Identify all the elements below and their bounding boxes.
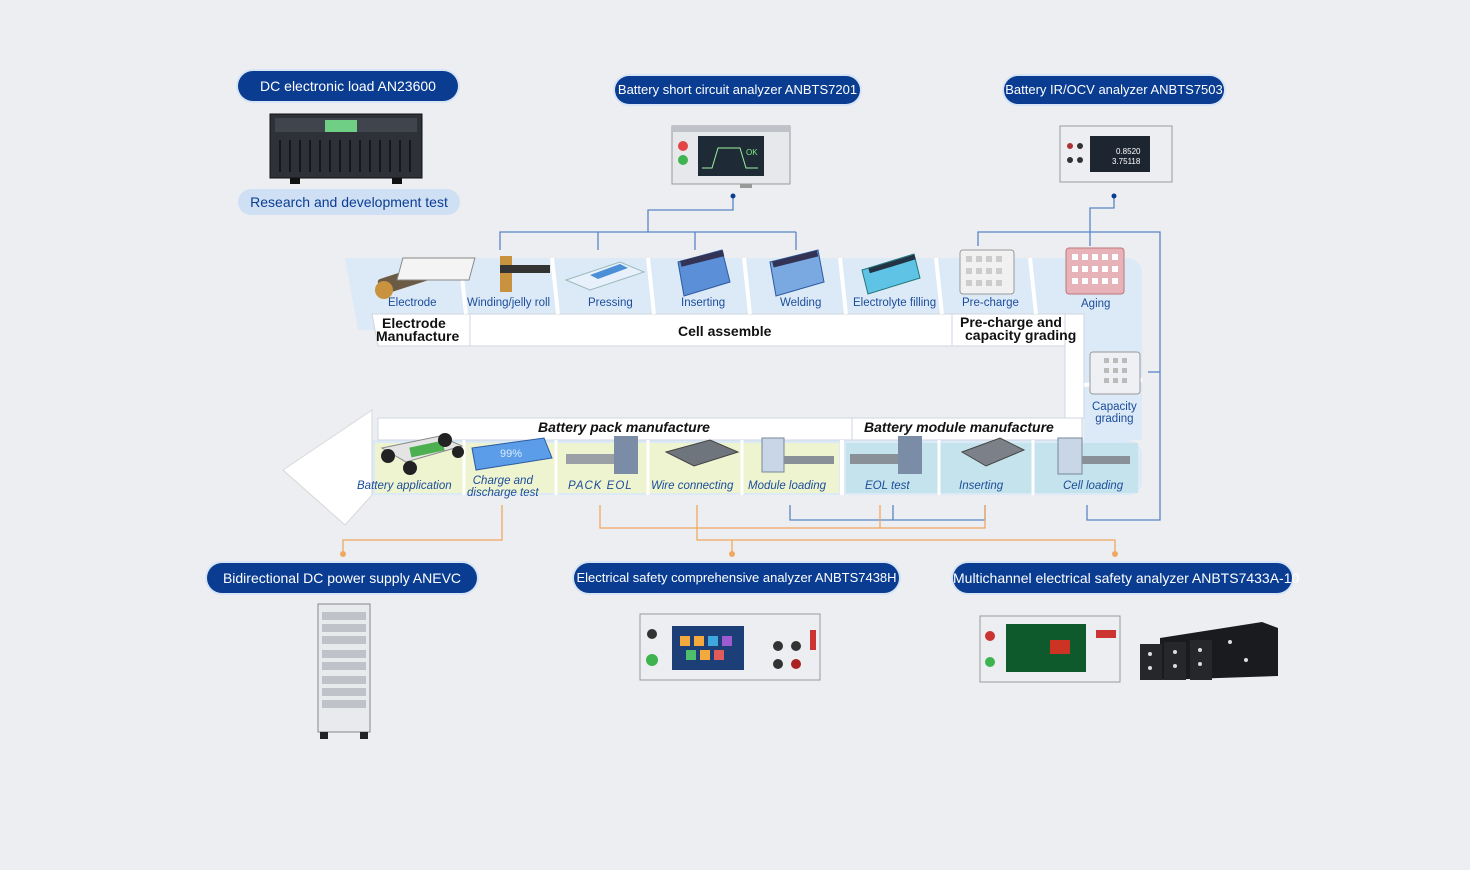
step-capacity-grading: Capacity grading <box>1092 401 1137 425</box>
ir-value-1: 0.8520 <box>1116 147 1141 156</box>
pressing-illustration <box>564 261 646 291</box>
short-circuit-device: OK <box>671 125 791 188</box>
step-inserting-module: Inserting <box>959 480 1004 492</box>
pack-percentage: 99% <box>500 448 522 460</box>
step-precharge: Pre-charge <box>962 297 1019 309</box>
step-aging: Aging <box>1081 298 1111 310</box>
wire-connecting-illustration <box>664 439 740 467</box>
ir-ocv-label[interactable]: Battery IR/OCV analyzer ANBTS7503 <box>1004 76 1224 104</box>
electrical-safety-device <box>639 613 821 681</box>
step-battery-application: Battery application <box>357 480 452 492</box>
multichannel-label[interactable]: Multichannel electrical safety analyzer … <box>953 563 1299 593</box>
short-circuit-ok: OK <box>746 148 758 157</box>
step-charge-line2: discharge test <box>467 487 539 499</box>
precharge-illustration <box>959 249 1015 295</box>
charge-discharge-illustration: 99% <box>471 437 553 471</box>
step-inserting: Inserting <box>681 297 726 309</box>
eol-test-illustration <box>850 436 922 474</box>
bidirectional-rack-device <box>317 603 371 739</box>
pack-eol-illustration <box>566 436 638 474</box>
step-welding: Welding <box>780 297 822 309</box>
step-electrode: Electrode <box>388 297 437 309</box>
electrical-safety-label[interactable]: Electrical safety comprehensive analyzer… <box>574 563 899 593</box>
step-charge-line1: Charge and <box>472 475 533 487</box>
stage-precharge-grading: Pre-charge and capacity grading <box>960 314 1077 343</box>
dc-load-device <box>269 113 423 184</box>
step-capacity-line1: Capacity <box>1092 401 1137 413</box>
capacity-grading-illustration <box>1089 351 1141 395</box>
dc-load-label[interactable]: DC electronic load AN23600 <box>238 71 458 101</box>
ir-value-2: 3.75118 <box>1112 157 1141 166</box>
inserting-illustration <box>677 249 731 297</box>
step-electrolyte: Electrolyte filling <box>853 297 937 309</box>
winding-illustration <box>396 256 550 292</box>
step-cell-loading: Cell loading <box>1063 480 1124 492</box>
stage-electrode-manufacture: Electrode Manufacture <box>376 315 460 344</box>
multichannel-safety-device <box>979 615 1278 683</box>
step-pack-eol: PACK EOL <box>568 480 633 492</box>
bidirectional-label[interactable]: Bidirectional DC power supply ANEVC <box>207 563 477 593</box>
stage-precharge-line2: capacity grading <box>965 327 1077 343</box>
rd-test-label: Research and development test <box>238 189 460 215</box>
cell-loading-illustration <box>1057 437 1130 475</box>
step-charge-discharge: Charge and discharge test <box>467 475 539 499</box>
aging-illustration <box>1065 247 1125 295</box>
step-winding: Winding/jelly roll <box>467 297 551 309</box>
short-circuit-label[interactable]: Battery short circuit analyzer ANBTS7201 <box>615 76 860 104</box>
step-module-loading: Module loading <box>748 480 827 492</box>
battery-application-illustration <box>380 433 464 475</box>
stage-electrode-line2: Manufacture <box>376 328 460 344</box>
stage-precharge-line1: Pre-charge and <box>960 314 1062 330</box>
electrolyte-illustration <box>861 253 921 295</box>
step-wire-connecting: Wire connecting <box>651 480 734 492</box>
stage-electrode-line1: Electrode <box>382 315 446 331</box>
step-capacity-line2: grading <box>1095 413 1134 425</box>
inserting-module-illustration <box>960 437 1026 467</box>
welding-illustration <box>769 249 825 297</box>
stage-battery-module: Battery module manufacture <box>864 419 1054 435</box>
stage-cell-assemble: Cell assemble <box>678 323 772 339</box>
module-loading-illustration <box>761 437 834 473</box>
stage-battery-pack: Battery pack manufacture <box>538 419 710 435</box>
step-pressing: Pressing <box>588 297 633 309</box>
ir-ocv-device: 0.8520 3.75118 <box>1059 125 1173 183</box>
step-eol-test: EOL test <box>865 480 910 492</box>
